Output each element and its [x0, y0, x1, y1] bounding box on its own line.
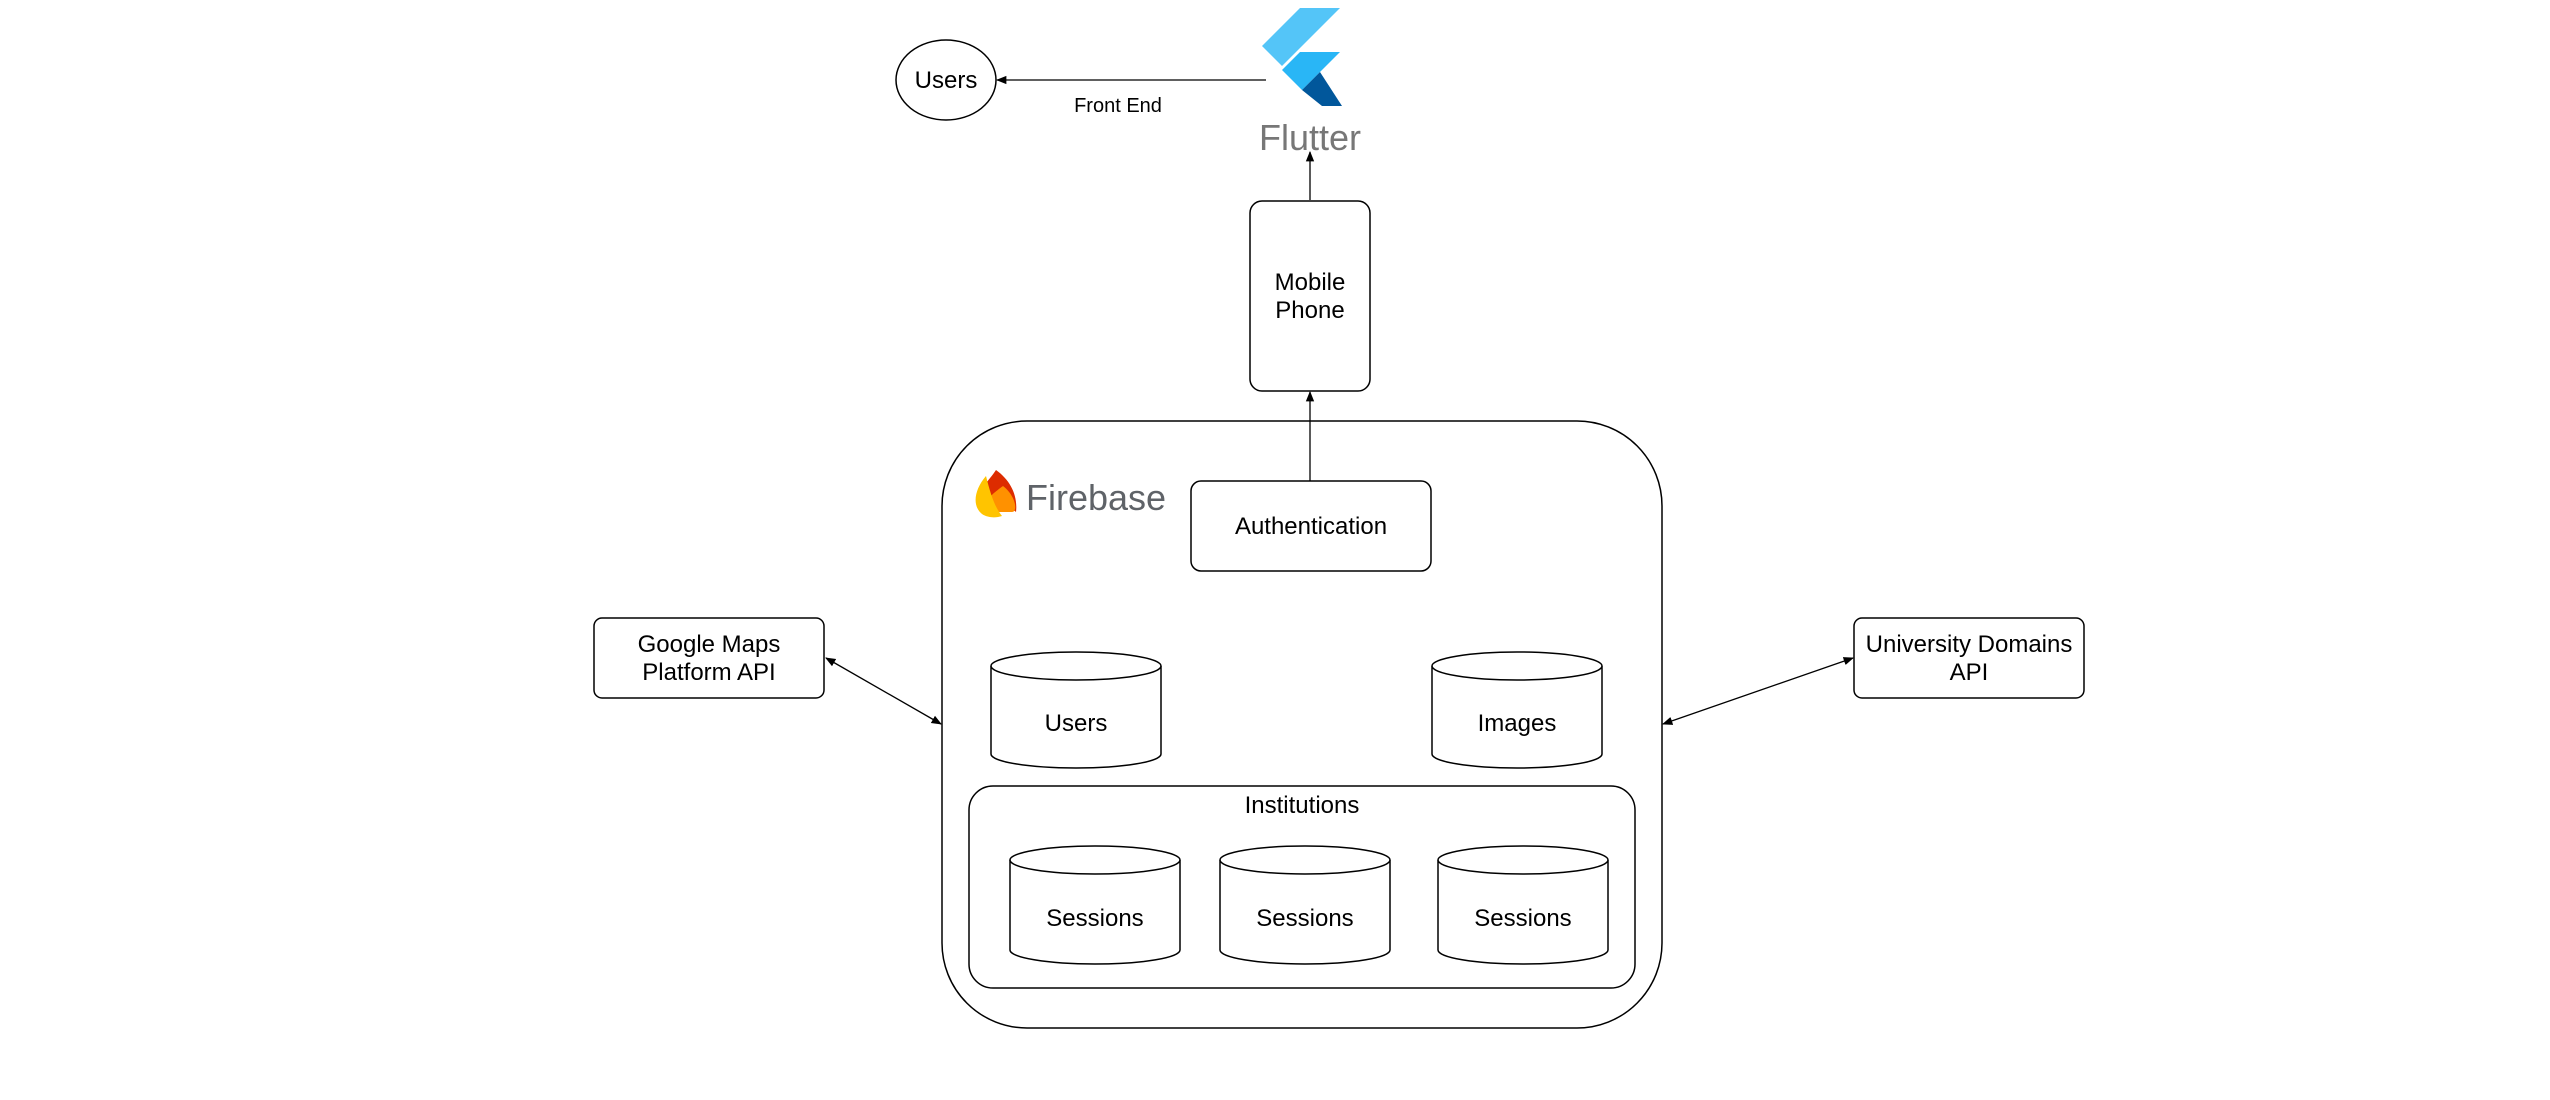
mobile-phone-label-line2: Phone: [1275, 297, 1344, 324]
sessions-database-3-label: Sessions: [1474, 905, 1571, 932]
users-actor-label: Users: [915, 67, 978, 94]
images-database: Images: [1431, 651, 1603, 769]
authentication-node: Authentication: [1190, 480, 1432, 572]
sessions-database-1: Sessions: [1009, 845, 1181, 965]
front-end-edge: Front End: [995, 75, 1266, 117]
flutter-logo-icon-middle: [1282, 52, 1340, 90]
google-maps-api-label-line2: Platform API: [642, 659, 775, 686]
firebase-logo: Firebase: [975, 470, 1166, 518]
flutter-logo: Flutter: [1259, 8, 1361, 158]
university-domains-api-label-line1: University Domains: [1866, 631, 2073, 658]
firebase-logo-text: Firebase: [1026, 477, 1166, 518]
firebase-university-domains-edge: [1662, 657, 1854, 725]
flutter-logo-icon-bottom: [1302, 72, 1342, 106]
sessions-database-3: Sessions: [1437, 845, 1609, 965]
mobile-phone-label-line1: Mobile: [1275, 269, 1346, 296]
google-maps-firebase-edge: [825, 657, 942, 725]
google-maps-api-label-line1: Google Maps: [638, 631, 781, 658]
sessions-database-1-label: Sessions: [1046, 905, 1143, 932]
flutter-logo-text: Flutter: [1259, 117, 1361, 158]
university-domains-api-label-line2: API: [1950, 659, 1989, 686]
users-database: Users: [990, 651, 1162, 769]
flutter-logo-icon-top: [1262, 8, 1340, 66]
institutions-label: Institutions: [1245, 792, 1360, 819]
users-database-label: Users: [1045, 710, 1108, 737]
front-end-label: Front End: [1074, 95, 1162, 117]
firebase-flame-icon-yellow: [975, 476, 1002, 518]
mobile-phone-node: Mobile Phone: [1249, 200, 1371, 392]
flutter-logo-icon: [1262, 8, 1342, 106]
users-actor: Users: [895, 39, 997, 121]
images-database-label: Images: [1478, 710, 1557, 737]
authentication-label: Authentication: [1235, 513, 1387, 540]
google-maps-api-node: Google Maps Platform API: [593, 617, 825, 699]
firebase-flame-icon: [975, 470, 1017, 518]
sessions-database-2-label: Sessions: [1256, 905, 1353, 932]
university-domains-api-node: University Domains API: [1853, 617, 2085, 699]
sessions-database-2: Sessions: [1219, 845, 1391, 965]
